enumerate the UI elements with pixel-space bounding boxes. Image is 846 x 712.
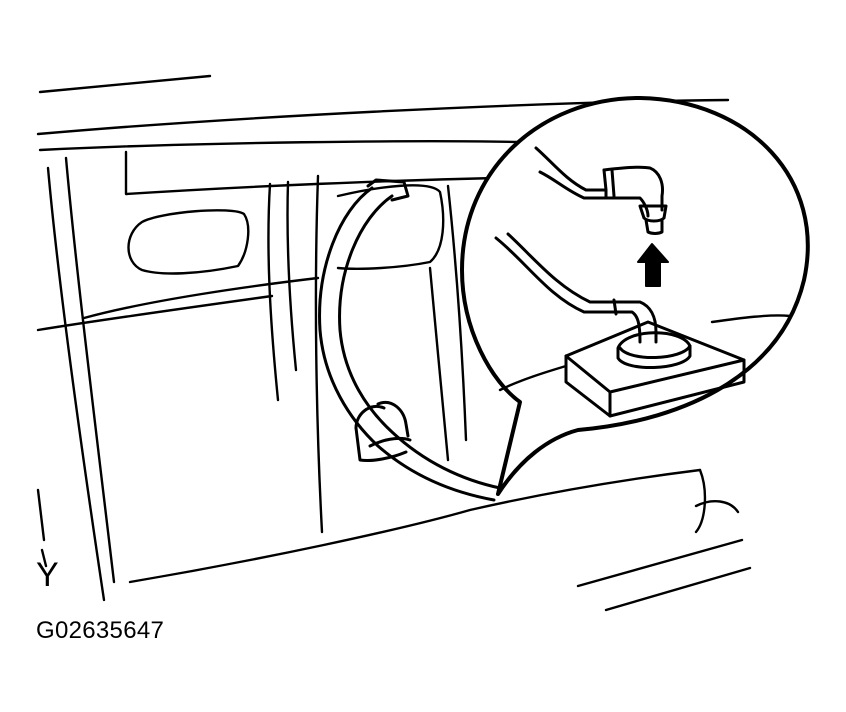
view-letter: Y [36,556,59,594]
detail-hose-upper [534,146,668,235]
arrow-up-icon [637,243,669,287]
washer-nozzle-base [498,314,792,418]
washer-hose [318,178,502,502]
panel-outline [36,74,752,612]
figure-code: G02635647 [36,617,165,644]
detail-callout [460,96,810,496]
detail-hose-lower [494,232,692,369]
